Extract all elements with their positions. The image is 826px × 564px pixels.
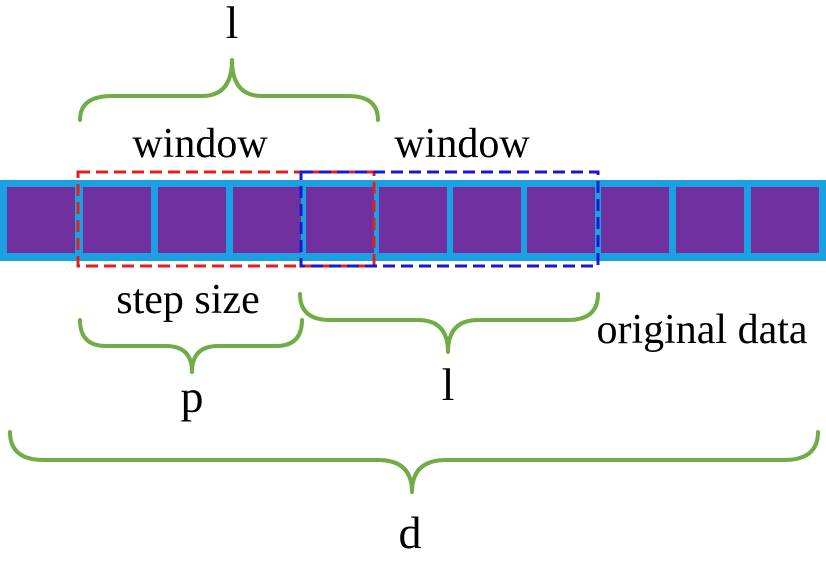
data-cells [7,187,819,253]
data-cell-5 [306,187,374,253]
first-window-outline [76,170,376,268]
data-length-label: d [399,507,422,558]
second-window-outline [299,170,600,268]
first-window-label: window [132,121,268,167]
window-length-label-bottom: l [442,359,455,410]
data-cell-2 [83,187,151,253]
data-cell-3 [158,187,226,253]
data-cell-10 [676,187,744,253]
data-cell-11 [751,187,819,253]
original-data-label: original data [596,307,807,353]
data-cell-4 [233,187,301,253]
data-cell-9 [601,187,669,253]
data-cell-7 [453,187,521,253]
step-size-label: step size [116,277,259,323]
window-length-brace-top [78,58,380,122]
window-length-brace-bottom [298,292,600,354]
data-cell-8 [527,187,595,253]
second-window-label: window [394,121,530,167]
data-cell-1 [7,187,75,253]
window-length-label-top: l [226,0,239,48]
data-length-brace [8,430,820,494]
step-size-brace [78,318,304,374]
data-cell-6 [379,187,447,253]
step-symbol-label: p [181,371,204,422]
